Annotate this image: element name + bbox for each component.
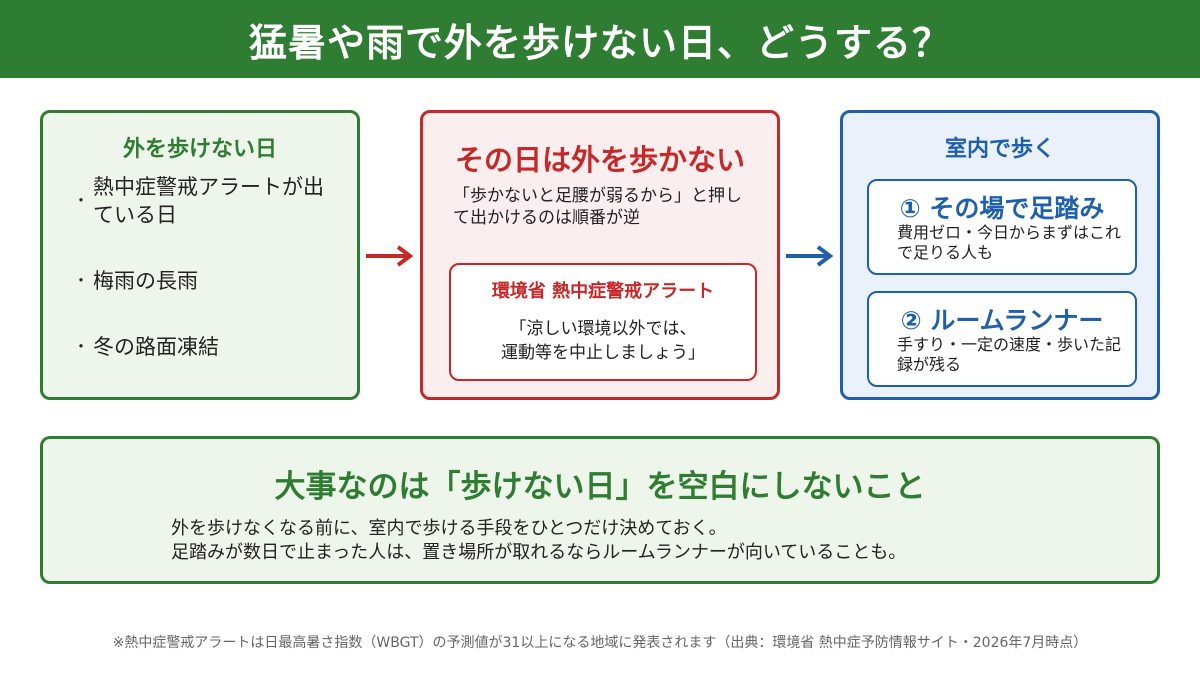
header-banner: 猛暑や雨で外を歩けない日、どうする？ — [0, 0, 1200, 78]
heat-alert-card: 環境省 熱中症警戒アラート 「涼しい環境以外では、 運動等を中止しましょう」 — [449, 263, 757, 381]
arrow-right-icon — [366, 245, 414, 267]
reverse-order-quote: 「歩かないと足腰が弱るから」と押して出かけるのは順番が逆 — [453, 186, 742, 228]
heat-alert-title: 環境省 熱中症警戒アラート — [491, 281, 715, 302]
key-point-title: 大事なのは「歩けない日」を空白にしないこと — [274, 469, 926, 505]
footnote: ※熱中症警戒アラートは日最高暑さ指数（WBGT）の予測値が31以上になる地域に発… — [112, 635, 1088, 651]
bullet-icon: ・ — [73, 271, 90, 290]
list-item-label: 冬の路面凍結 — [93, 335, 219, 359]
list-item-label: 熱中症警戒アラートが出ている日 — [93, 175, 324, 227]
list-item: ・ 冬の路面凍結 — [73, 333, 343, 361]
option-card-stepping: ① その場で足踏み 費用ゼロ・今日からまずはこれで足りる人も — [867, 179, 1137, 275]
key-point-line-2: 足踏みが数日で止まった人は、置き場所が取れるならルームランナーが向いていることも… — [171, 542, 907, 563]
bullet-icon: ・ — [73, 191, 90, 210]
cannot-walk-days-list: ・ 熱中症警戒アラートが出ている日 ・ 梅雨の長雨 ・ 冬の路面凍結 — [73, 173, 343, 361]
cannot-walk-days-box: 外を歩けない日 ・ 熱中症警戒アラートが出ている日 ・ 梅雨の長雨 ・ 冬の路面… — [40, 110, 360, 400]
walk-indoors-box: 室内で歩く ① その場で足踏み 費用ゼロ・今日からまずはこれで足りる人も ② ル… — [840, 110, 1160, 400]
do-not-walk-outside-box: その日は外を歩かない 「歩かないと足腰が弱るから」と押して出かけるのは順番が逆 … — [420, 110, 780, 400]
option-card-treadmill: ② ルームランナー 手すり・一定の速度・歩いた記録が残る — [867, 291, 1137, 387]
key-point-line-1: 外を歩けなくなる前に、室内で歩ける手段をひとつだけ決めておく。 — [171, 518, 727, 539]
list-item-label: 梅雨の長雨 — [93, 269, 198, 293]
cannot-walk-days-title: 外を歩けない日 — [122, 137, 277, 162]
heat-alert-line-1: 「涼しい環境以外では、 — [509, 319, 697, 339]
bullet-icon: ・ — [73, 337, 90, 356]
walk-indoors-title: 室内で歩く — [944, 137, 1055, 162]
option-description: 手すり・一定の速度・歩いた記録が残る — [897, 335, 1122, 374]
key-point-box: 大事なのは「歩けない日」を空白にしないこと 外を歩けなくなる前に、室内で歩ける手… — [40, 436, 1160, 584]
option-title: ② ルームランナー — [900, 306, 1104, 335]
key-point-text: 外を歩けなくなる前に、室内で歩ける手段をひとつだけ決めておく。 足踏みが数日で止… — [171, 517, 1131, 565]
list-item: ・ 梅雨の長雨 — [73, 267, 343, 295]
arrow-right-icon — [786, 245, 834, 267]
option-description: 費用ゼロ・今日からまずはこれで足りる人も — [897, 223, 1122, 262]
heat-alert-text: 「涼しい環境以外では、 運動等を中止しましょう」 — [451, 317, 755, 365]
heat-alert-line-2: 運動等を中止しましょう」 — [501, 343, 705, 363]
list-item: ・ 熱中症警戒アラートが出ている日 — [73, 173, 343, 229]
option-title: ① その場で足踏み — [899, 194, 1105, 223]
page-title: 猛暑や雨で外を歩けない日、どうする？ — [248, 20, 951, 65]
do-not-walk-outside-title: その日は外を歩かない — [454, 143, 745, 177]
